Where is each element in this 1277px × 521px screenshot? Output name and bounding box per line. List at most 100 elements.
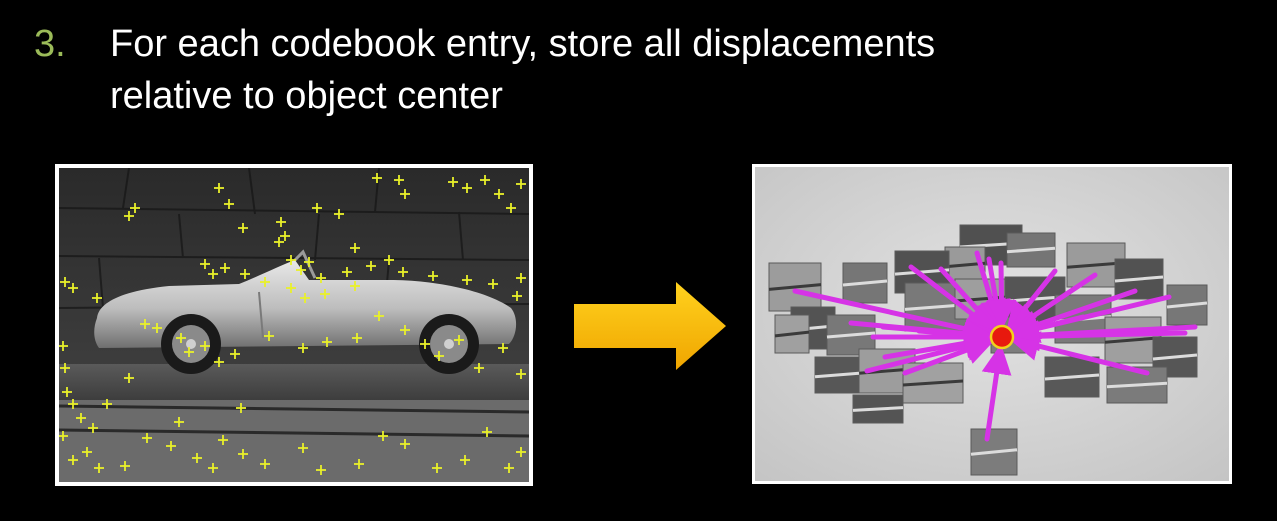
plus-marker-icon: [264, 331, 274, 341]
plus-marker-icon: [62, 387, 72, 397]
plus-marker-icon: [296, 265, 306, 275]
plus-marker-icon: [498, 343, 508, 353]
car-image-frame: [55, 164, 533, 486]
plus-marker-icon: [68, 455, 78, 465]
plus-marker-icon: [482, 427, 492, 437]
plus-marker-icon: [276, 217, 286, 227]
plus-marker-icon: [102, 399, 112, 409]
bullet-item: 3. For each codebook entry, store all di…: [34, 18, 1110, 122]
plus-marker-icon: [516, 273, 526, 283]
plus-marker-icon: [448, 177, 458, 187]
plus-marker-icon: [92, 293, 102, 303]
plus-marker-icon: [140, 319, 150, 329]
plus-marker-icon: [304, 257, 314, 267]
plus-marker-icon: [120, 461, 130, 471]
displacement-vector: [1008, 313, 1086, 343]
plus-marker-icon: [130, 203, 140, 213]
plus-marker-icon: [208, 463, 218, 473]
plus-marker-icon: [94, 463, 104, 473]
plus-marker-icon: [152, 323, 162, 333]
plus-marker-icon: [184, 347, 194, 357]
plus-marker-icon: [374, 311, 384, 321]
plus-marker-icon: [88, 423, 98, 433]
plus-marker-icon: [176, 333, 186, 343]
plus-marker-icon: [400, 325, 410, 335]
plus-marker-icon: [428, 271, 438, 281]
plus-marker-icon: [166, 441, 176, 451]
codebook-displacement-frame: [752, 164, 1232, 484]
plus-marker-icon: [298, 343, 308, 353]
plus-marker-icon: [316, 465, 326, 475]
displacement-vector: [792, 288, 996, 344]
plus-marker-icon: [238, 223, 248, 233]
plus-marker-icon: [300, 293, 310, 303]
plus-marker-icon: [342, 267, 352, 277]
plus-marker-icon: [434, 351, 444, 361]
plus-marker-icon: [218, 435, 228, 445]
plus-marker-icon: [480, 175, 490, 185]
plus-marker-icon: [214, 183, 224, 193]
plus-marker-icon: [350, 243, 360, 253]
plus-marker-icon: [59, 431, 68, 441]
plus-marker-icon: [474, 363, 484, 373]
car: [94, 249, 517, 374]
plus-marker-icon: [516, 369, 526, 379]
plus-marker-icon: [504, 463, 514, 473]
plus-marker-icon: [400, 439, 410, 449]
plus-marker-icon: [378, 431, 388, 441]
plus-marker-icon: [124, 373, 134, 383]
plus-marker-icon: [372, 173, 382, 183]
displacement-vectors: [792, 250, 1198, 442]
plus-marker-icon: [488, 279, 498, 289]
plus-marker-icon: [460, 455, 470, 465]
plus-marker-icon: [384, 255, 394, 265]
plus-marker-icon: [298, 443, 308, 453]
plus-marker-icon: [124, 211, 134, 221]
plus-marker-icon: [174, 417, 184, 427]
interest-points: [59, 173, 526, 475]
plus-marker-icon: [334, 209, 344, 219]
plus-marker-icon: [208, 269, 218, 279]
plus-marker-icon: [260, 459, 270, 469]
plus-marker-icon: [76, 413, 86, 423]
plus-marker-icon: [462, 183, 472, 193]
displacement-vector: [1008, 331, 1150, 376]
plus-marker-icon: [516, 447, 526, 457]
plus-marker-icon: [286, 283, 296, 293]
plus-marker-icon: [398, 267, 408, 277]
gravel: [59, 400, 529, 482]
plus-marker-icon: [352, 333, 362, 343]
plus-marker-icon: [192, 453, 202, 463]
plus-marker-icon: [516, 179, 526, 189]
plus-marker-icon: [220, 263, 230, 273]
plus-marker-icon: [142, 433, 152, 443]
plus-marker-icon: [236, 403, 246, 413]
plus-marker-icon: [82, 447, 92, 457]
plus-marker-icon: [200, 259, 210, 269]
displacement-vector: [986, 260, 1017, 331]
plus-marker-icon: [200, 341, 210, 351]
plus-marker-icon: [230, 349, 240, 359]
plus-marker-icon: [322, 337, 332, 347]
plus-marker-icon: [354, 459, 364, 469]
right-arrow-icon: [572, 280, 728, 372]
plus-marker-icon: [68, 399, 78, 409]
bullet-text-line-1: For each codebook entry, store all displ…: [110, 23, 936, 65]
plus-marker-icon: [260, 277, 270, 287]
plus-marker-icon: [286, 255, 296, 265]
plus-marker-icon: [350, 281, 360, 291]
plus-marker-icon: [316, 273, 326, 283]
plus-marker-icon: [214, 357, 224, 367]
plus-marker-icon: [238, 449, 248, 459]
plus-marker-icon: [454, 335, 464, 345]
plus-marker-icon: [394, 175, 404, 185]
plus-marker-icon: [274, 237, 284, 247]
displacement-vector: [1008, 321, 1188, 352]
displacement-vector: [981, 343, 1012, 442]
car-image-with-interest-points: [59, 168, 529, 482]
plus-marker-icon: [68, 283, 78, 293]
plus-marker-icon: [462, 275, 472, 285]
plus-marker-icon: [494, 189, 504, 199]
plus-marker-icon: [320, 289, 330, 299]
displacement-diagram: [755, 167, 1229, 481]
